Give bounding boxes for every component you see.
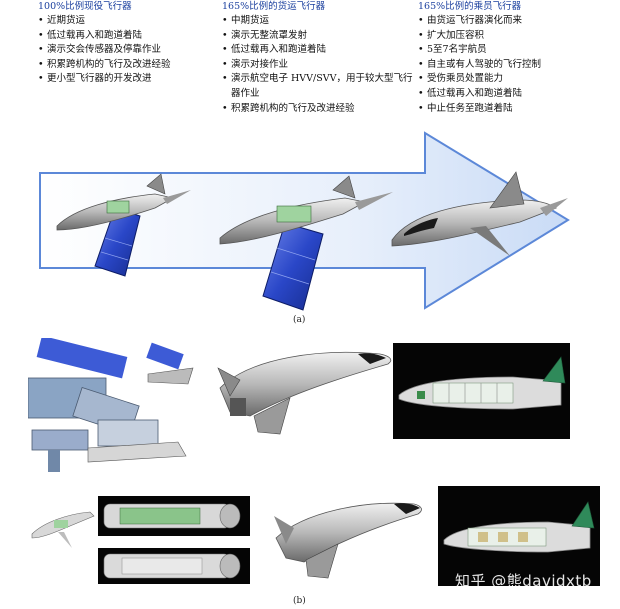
list-item: 演示交会传感器及停靠作业 xyxy=(38,43,218,58)
column-heading: 100%比例现役飞行器 xyxy=(38,1,132,12)
vehicle-cargo xyxy=(219,175,393,311)
bullet-list: 由货运飞行器演化而来 扩大加压容积 5至7名宇航员 自主或有人驾驶的飞行控制 受… xyxy=(418,14,614,116)
list-item: 近期货运 xyxy=(38,14,218,29)
small-vehicle-render xyxy=(28,494,96,554)
cargo-module-render-bottom xyxy=(98,548,250,584)
crew-vehicle-render-2 xyxy=(268,486,428,584)
vehicle-crew xyxy=(391,171,568,256)
list-item: 更小型飞行器的开发改进 xyxy=(38,72,218,87)
list-item: 中止任务至跑道着陆 xyxy=(418,102,614,117)
column-crew-vehicle: 165%比例的乘员飞行器 由货运飞行器演化而来 扩大加压容积 5至7名宇航员 自… xyxy=(418,0,614,116)
list-item: 演示对接作业 xyxy=(222,58,414,73)
evolution-arrow-diagram xyxy=(39,131,570,311)
bullet-list: 近期货运 低过载再入和跑道着陆 演示交会传感器及停靠作业 积累跨机构的飞行及改进… xyxy=(38,14,218,87)
caption-a: (a) xyxy=(293,315,306,325)
crew-cutaway-render xyxy=(393,343,570,439)
column-cargo-vehicle: 165%比例的货运飞行器 中期货运 演示无整流罩发射 低过载再入和跑道着陆 演示… xyxy=(222,0,414,116)
bullet-list: 中期货运 演示无整流罩发射 低过载再入和跑道着陆 演示对接作业 演示航空电子 H… xyxy=(222,14,414,116)
crew-cutaway-render-2 xyxy=(438,486,600,586)
cargo-module-render-top xyxy=(98,496,250,536)
solar-panel xyxy=(262,222,324,311)
list-item: 低过载再入和跑道着陆 xyxy=(222,43,414,58)
list-item: 低过载再入和跑道着陆 xyxy=(38,29,218,44)
list-item: 扩大加压容积 xyxy=(418,29,614,44)
caption-b: (b) xyxy=(293,596,306,606)
watermark: 知乎 @熊davidxtb xyxy=(455,572,592,590)
list-item: 演示无整流罩发射 xyxy=(222,29,414,44)
list-item: 受伤乘员处置能力 xyxy=(418,72,614,87)
list-item: 自主或有人驾驶的飞行控制 xyxy=(418,58,614,73)
column-current-vehicle: 100%比例现役飞行器 近期货运 低过载再入和跑道着陆 演示交会传感器及停靠作业… xyxy=(38,0,218,87)
column-heading: 165%比例的货运飞行器 xyxy=(222,1,326,12)
column-heading: 165%比例的乘员飞行器 xyxy=(418,1,522,12)
station-docking-render xyxy=(28,338,210,476)
crew-vehicle-render xyxy=(210,338,398,444)
list-item: 由货运飞行器演化而来 xyxy=(418,14,614,29)
list-item: 5至7名宇航员 xyxy=(418,43,614,58)
vehicle-hull xyxy=(391,199,557,247)
list-item: 中期货运 xyxy=(222,14,414,29)
vehicle-current xyxy=(56,173,191,277)
list-item: 积累跨机构的飞行及改进经验 xyxy=(38,58,218,73)
list-item: 演示航空电子 HVV/SVV，用于较大型飞行器作业 xyxy=(222,72,414,101)
list-item: 低过载再入和跑道着陆 xyxy=(418,87,614,102)
list-item: 积累跨机构的飞行及改进经验 xyxy=(222,102,414,117)
